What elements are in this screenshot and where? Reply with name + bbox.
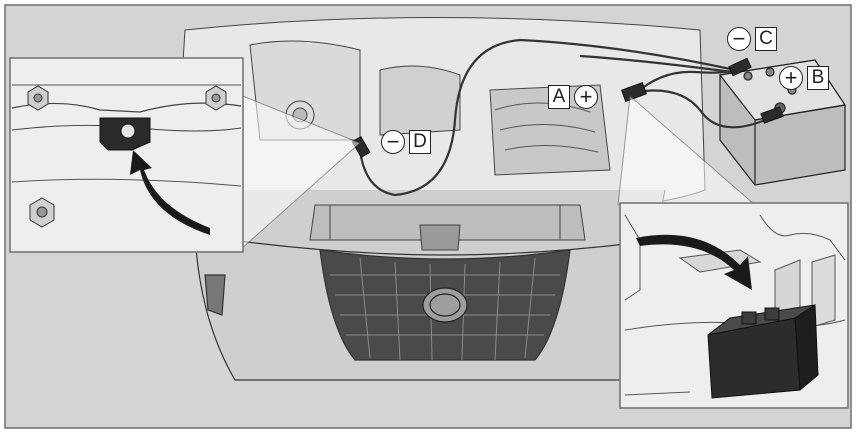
- bolt-icon: [30, 198, 54, 227]
- plus-icon: +: [574, 85, 598, 109]
- callout-b: + B: [779, 66, 829, 90]
- callout-d-letter: D: [409, 130, 431, 154]
- minus-icon: −: [381, 130, 405, 154]
- callout-b-letter: B: [807, 66, 829, 90]
- plus-icon: +: [779, 66, 803, 90]
- ground-point-inset: [10, 58, 243, 252]
- callout-a-letter: A: [548, 85, 570, 109]
- ground-bracket-icon: [100, 118, 150, 150]
- callout-c: − C: [727, 27, 777, 51]
- callout-c-letter: C: [755, 27, 777, 51]
- callout-d: − D: [381, 130, 431, 154]
- terminal-cover-inset: [620, 203, 848, 408]
- minus-icon: −: [727, 27, 751, 51]
- callout-a: A +: [548, 85, 598, 109]
